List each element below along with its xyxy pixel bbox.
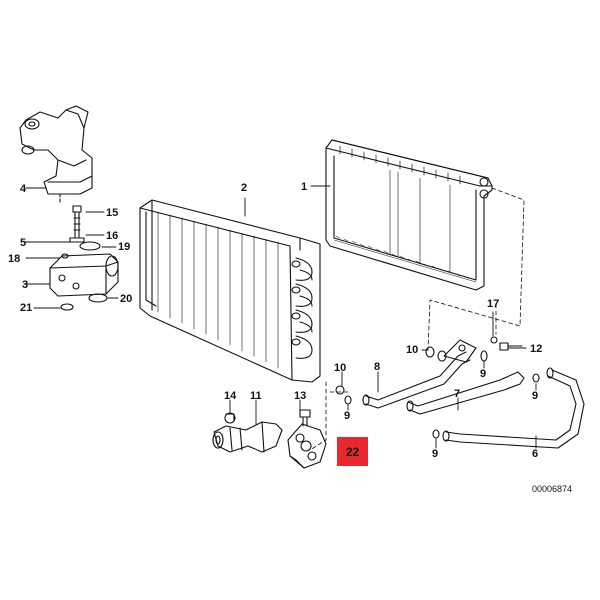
callout-label-6: 6 [532,448,539,460]
o-ring-part [60,241,108,311]
callout-label-5: 5 [20,237,27,249]
o-ring-part [335,336,540,439]
document-number: 00006874 [532,484,573,494]
highlighted-part-label: 22 [337,437,368,466]
pipe-connector-part [212,412,283,453]
callout-label-9: 9 [480,368,487,380]
callout-label-8: 8 [374,361,381,373]
heater-core-part [325,139,493,291]
pipe-part [406,371,525,415]
callout-label-9: 9 [432,448,439,460]
assembly-guide-lines [309,187,525,451]
callout-label-16: 16 [106,230,119,242]
bolt-part [299,409,311,427]
callout-label-10: 10 [334,362,347,374]
bolt-part [69,205,85,243]
valve-housing-part [19,105,93,205]
callout-label-19: 19 [118,241,131,253]
callout-label-18: 18 [8,253,21,265]
leader-lines [23,185,537,449]
evaporator-part [139,199,321,383]
callout-label-9: 9 [344,410,351,422]
callout-label-13: 13 [294,390,307,402]
pipe-part [362,339,477,409]
callout-label-9: 9 [532,390,539,402]
callout-label-15: 15 [106,207,119,219]
callout-label-17: 17 [487,298,500,310]
callout-label-12: 12 [530,343,543,355]
callout-label-21: 21 [20,302,33,314]
callout-label-10: 10 [406,344,419,356]
bolt-part [499,342,523,351]
callout-label-4: 4 [20,183,27,195]
callout-label-7: 7 [454,388,461,400]
pipe-part [442,367,585,449]
expansion-valve-part [49,253,119,297]
callout-label-20: 20 [120,293,133,305]
flange-part [287,423,327,469]
callout-label-3: 3 [22,279,29,291]
callout-label-2: 2 [241,182,248,194]
callout-label-1: 1 [301,181,308,193]
callout-label-11: 11 [250,390,262,402]
callout-label-14: 14 [224,390,237,402]
